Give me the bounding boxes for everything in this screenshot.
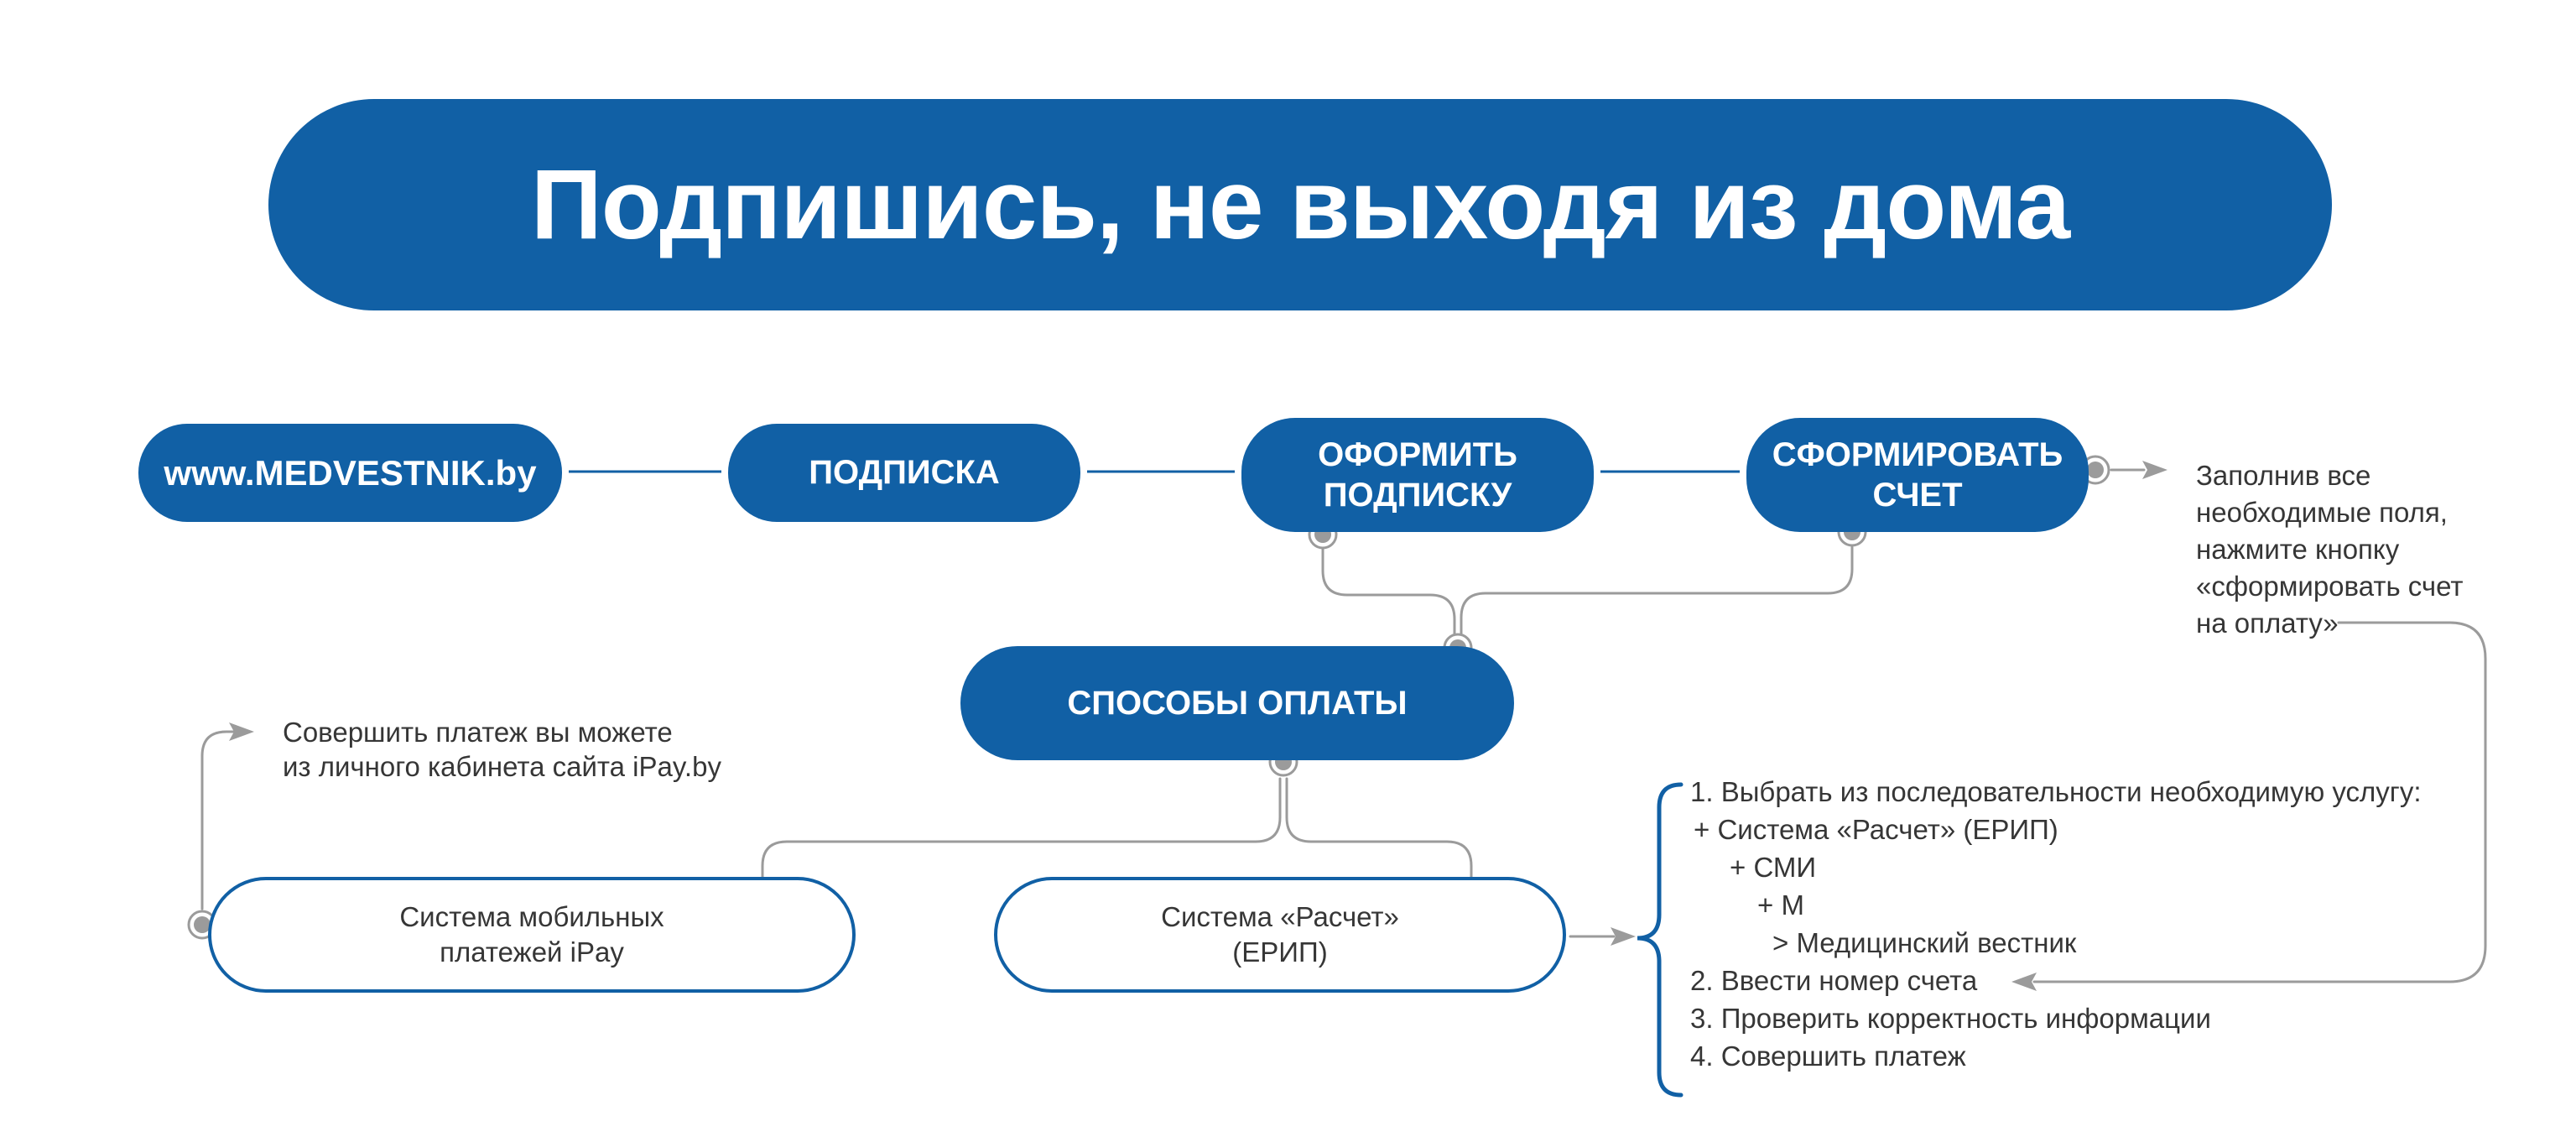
- erip-step-4: 4. Совершить платеж: [1690, 1041, 1966, 1072]
- path-methods-to-erip: [1285, 777, 1473, 880]
- curly-brace: [1637, 782, 1684, 1098]
- path-invoice-to-methods: [1460, 545, 1854, 637]
- erip-step-1: 1. Выбрать из последовательности необход…: [1690, 776, 2422, 807]
- node-arrange-subscription: ОФОРМИТЬ ПОДПИСКУ: [1241, 418, 1594, 532]
- invoice-note-line4: «сформировать счет: [2196, 571, 2464, 602]
- node-ipay-line2: платежей iPay: [440, 936, 624, 967]
- arrowhead-ipay-note: [229, 722, 254, 741]
- erip-step-smi: + СМИ: [1730, 852, 1817, 883]
- node-website-url: www.MEDVESTNIK.by: [138, 424, 562, 522]
- node-erip-line2: (ЕРИП): [1232, 936, 1328, 967]
- invoice-note-line1: Заполнив все: [2196, 460, 2371, 491]
- erip-step-service: + Система «Расчет» (ЕРИП): [1694, 814, 2058, 845]
- title-banner: Подпишись, не выходя из дома: [268, 99, 2332, 310]
- node-payment-methods: СПОСОБЫ ОПЛАТЫ: [960, 646, 1514, 760]
- erip-step-2: 2. Ввести номер счета: [1690, 965, 1978, 996]
- node-invoice-line2: СЧЕТ: [1872, 477, 1963, 514]
- path-arrange-to-methods: [1321, 546, 1456, 637]
- node-erip-line1: Система «Расчет»: [1161, 901, 1399, 932]
- node-subscription: ПОДПИСКА: [728, 424, 1080, 522]
- node-generate-invoice: СФОРМИРОВАТЬ СЧЕТ: [1746, 418, 2089, 532]
- gray-connector-paths: [200, 468, 2487, 983]
- node-ipay-system: Система мобильных платежей iPay: [208, 877, 856, 993]
- node-arrange-line1: ОФОРМИТЬ: [1318, 436, 1517, 473]
- ipay-note-line1: Совершить платеж вы можете: [283, 717, 673, 748]
- arrowhead-step2: [2011, 973, 2037, 991]
- ipay-note-line2: из личного кабинета сайта iPay.by: [283, 751, 721, 782]
- node-arrange-line2: ПОДПИСКУ: [1323, 477, 1512, 514]
- path-note-to-step2: [2032, 621, 2487, 983]
- arrowheads: [229, 461, 2167, 991]
- node-ipay-line1: Система мобильных: [399, 901, 664, 932]
- node-payment-methods-label: СПОСОБЫ ОПЛАТЫ: [1067, 684, 1408, 722]
- invoice-note-line2: необходимые поля,: [2196, 497, 2448, 528]
- node-erip-system: Система «Расчет» (ЕРИП): [994, 877, 1566, 993]
- path-methods-to-ipay: [761, 777, 1282, 880]
- node-invoice-line1: СФОРМИРОВАТЬ: [1772, 436, 2063, 473]
- node-subscription-label: ПОДПИСКА: [809, 454, 1000, 491]
- invoice-note-line5: на оплату»: [2196, 608, 2339, 639]
- erip-step-m: + М: [1757, 889, 1804, 921]
- title-text: Подпишись, не выходя из дома: [530, 149, 2070, 260]
- erip-step-medvestnik: > Медицинский вестник: [1772, 927, 2077, 958]
- arrowhead-erip-brace: [1611, 927, 1636, 946]
- node-website-url-label: www.MEDVESTNIK.by: [164, 452, 537, 493]
- path-ipay-to-note: [200, 730, 235, 910]
- invoice-note-line3: нажмите кнопку: [2196, 534, 2400, 565]
- erip-steps-list: 1. Выбрать из последовательности необход…: [1690, 773, 2422, 1075]
- ipay-note: Совершить платеж вы можете из личного ка…: [283, 715, 721, 784]
- invoice-note: Заполнив все необходимые поля, нажмите к…: [2196, 457, 2464, 642]
- erip-step-3: 3. Проверить корректность информации: [1690, 1003, 2211, 1034]
- arrowhead-invoice-note: [2142, 461, 2167, 479]
